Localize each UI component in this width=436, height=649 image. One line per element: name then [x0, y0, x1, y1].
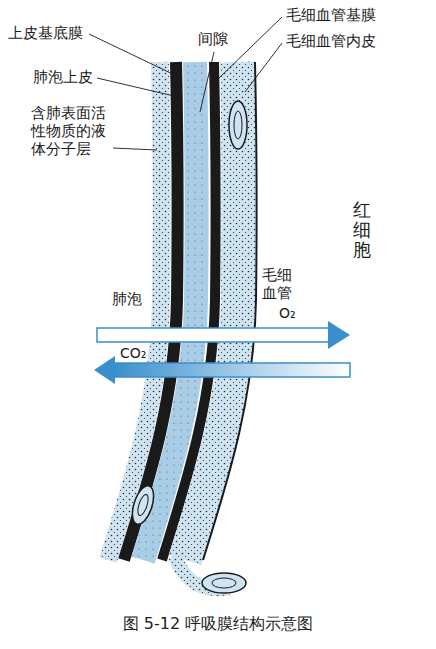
leader-line [113, 148, 157, 150]
part-label: 毛细血管 [262, 266, 293, 302]
o2-arrowhead [328, 321, 350, 349]
leader-line [97, 78, 174, 96]
nucleus [128, 483, 157, 527]
endothelium-outline [203, 62, 257, 560]
part-label: O₂ [279, 305, 296, 322]
nucleus-inner [212, 578, 236, 588]
nucleus [202, 573, 246, 593]
part-label: 肺泡上皮 [33, 68, 93, 86]
nucleus-inner [136, 493, 150, 516]
o2-arrow [97, 328, 330, 342]
part-label: 毛细血管基膜 [286, 6, 376, 24]
nucleus-inner [234, 111, 242, 139]
cell-label: 红细胞 [353, 200, 371, 259]
leader-line [89, 34, 181, 78]
part-label: 毛细血管内皮 [286, 32, 376, 50]
cell-shape [284, 59, 433, 605]
part-label: 肺泡 [112, 290, 142, 308]
leader-line [217, 17, 282, 80]
leader-line [200, 52, 214, 112]
leader-line [245, 43, 282, 92]
co2-arrowhead [94, 356, 115, 384]
part-label: 上皮基底膜 [8, 24, 83, 42]
part-label: 含肺表面活性物质的液体分子层 [31, 104, 109, 158]
figure-caption: 图 5-12 呼吸膜结构示意图 [0, 614, 436, 635]
cell-outline [270, 40, 436, 622]
red-blood-cell: 红细胞 [270, 40, 436, 622]
part-label: 间隙 [198, 30, 228, 48]
part-label: CO₂ [120, 345, 146, 362]
co2-arrow [113, 363, 350, 377]
nucleus [229, 101, 247, 149]
